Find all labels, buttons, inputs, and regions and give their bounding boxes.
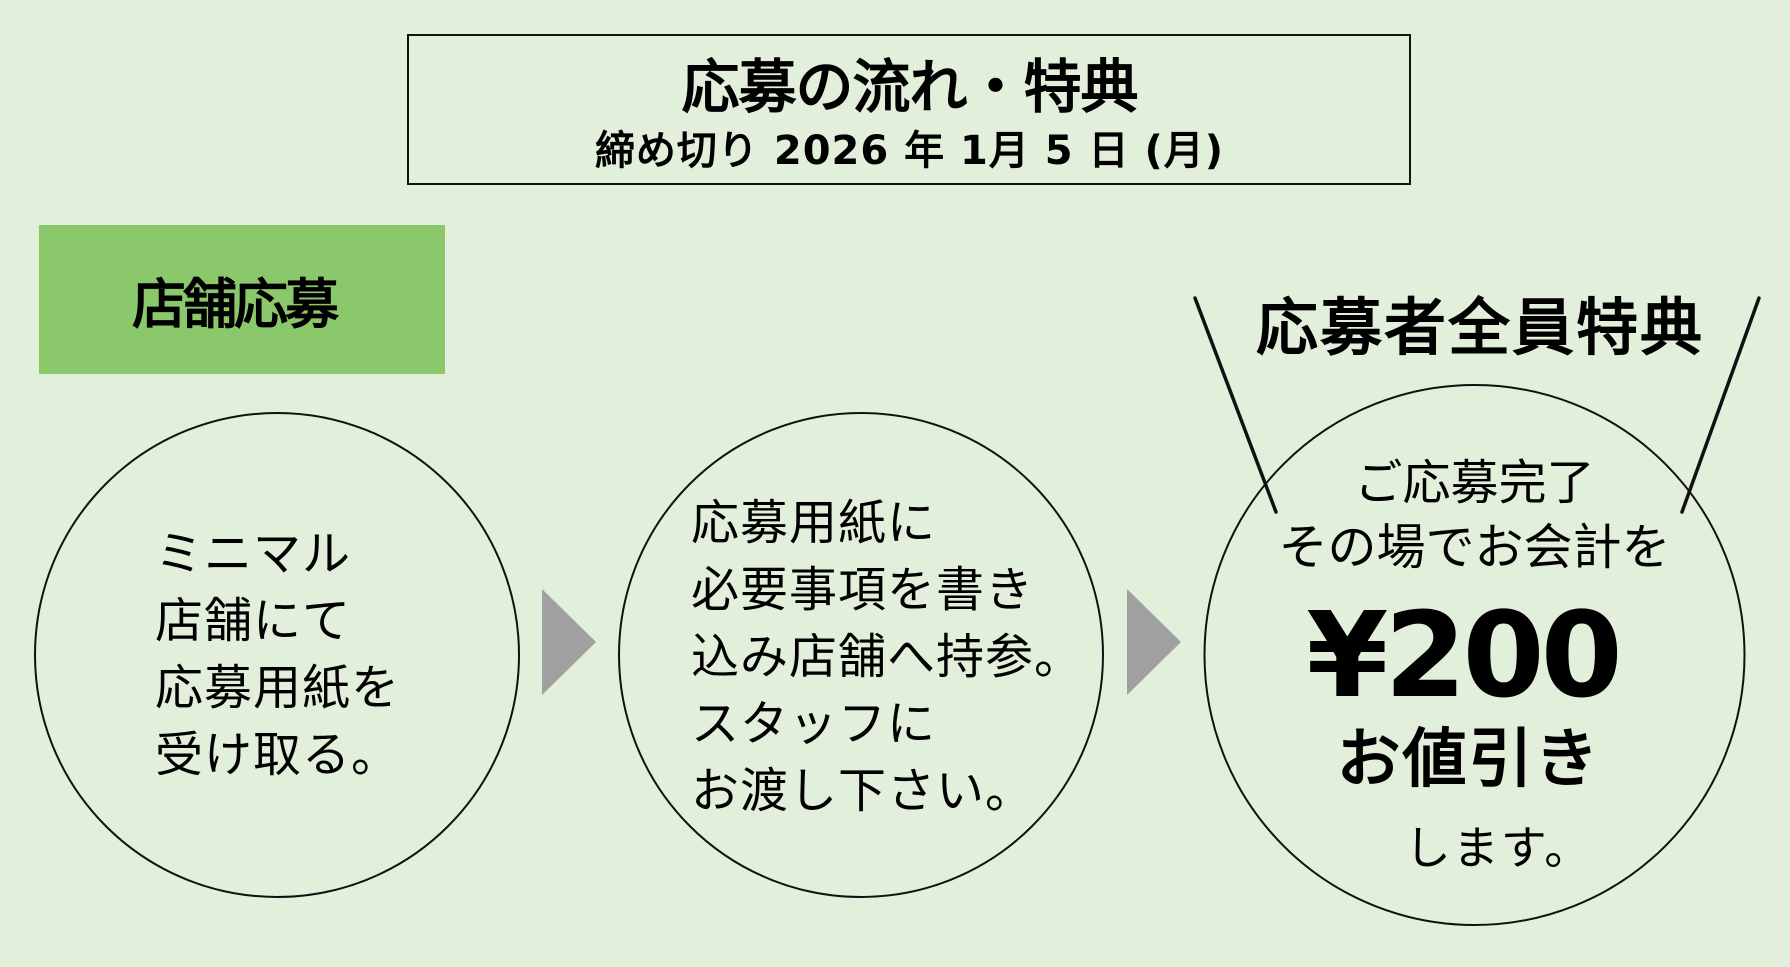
store-application-label-text: 店舗応募 [132, 273, 339, 336]
benefit-closing: します。 [1404, 821, 1593, 875]
arrow-right-icon [1127, 589, 1181, 695]
step-2-text: 応募用紙に 必要事項を書き 込み店舗へ持参。 スタッフに お渡し下さい。 [691, 490, 1083, 825]
page-title: 応募の流れ・特典 [681, 53, 1138, 121]
step-1-line: 応募用紙を [155, 660, 401, 716]
step-2-circle [618, 412, 1104, 898]
benefit-heading: 応募者全員特典 [1255, 291, 1704, 364]
burst-line-left [1193, 296, 1278, 514]
benefit-line-complete: ご応募完了 [1354, 455, 1595, 511]
step-1-circle [34, 412, 520, 898]
step-2-line: 応募用紙に [691, 495, 937, 551]
step-1-line: 受け取る。 [155, 727, 401, 783]
benefit-line-checkout: その場でお会計を [1278, 519, 1671, 576]
step-2-line: 込み店舗へ持参。 [691, 629, 1084, 685]
discount-amount: ¥200 [1306, 586, 1622, 724]
step-1-line: ミニマル [155, 526, 352, 582]
step-1-line: 店舗にて [155, 593, 352, 649]
step-2-line: お渡し下さい。 [691, 763, 1035, 819]
discount-label: お値引き [1336, 723, 1601, 797]
step-2-line: 必要事項を書き [691, 562, 1035, 618]
arrow-right-icon [542, 589, 596, 695]
step-2-line: スタッフに [691, 696, 937, 752]
burst-line-right [1680, 296, 1761, 514]
benefit-circle [1203, 384, 1746, 926]
title-box [407, 34, 1411, 185]
deadline-text: 締め切り 2026 年 1月 5 日 (月) [594, 128, 1225, 174]
store-application-label: 店舗応募 [39, 225, 445, 374]
step-1-text: ミニマル 店舗にて 応募用紙を 受け取る。 [155, 521, 400, 789]
